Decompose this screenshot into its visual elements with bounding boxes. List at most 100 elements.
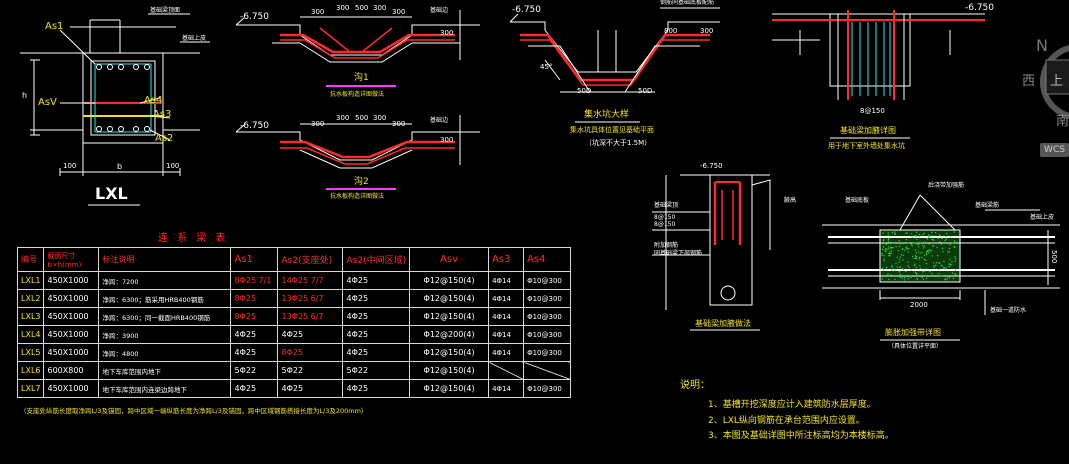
- pit-note: （坑深不大于1.5M）: [585, 139, 652, 147]
- concrete-speckle: [887, 275, 889, 278]
- concrete-speckle: [918, 233, 921, 236]
- concrete-speckle: [891, 265, 893, 267]
- post-pour-subtitle: （具体位置详平面）: [888, 343, 943, 350]
- concrete-speckle: [882, 246, 885, 248]
- concrete-speckle: [894, 233, 896, 235]
- concrete-speckle: [922, 244, 924, 247]
- concrete-speckle: [924, 259, 927, 262]
- concrete-speckle: [916, 238, 918, 241]
- schedule-cell: Φ10@300: [523, 379, 572, 398]
- schedule-cell: 4Φ25: [230, 343, 279, 362]
- concrete-speckle: [948, 247, 951, 250]
- concrete-speckle: [911, 255, 914, 258]
- concrete-speckle: [919, 267, 922, 270]
- concrete-speckle: [914, 255, 917, 257]
- schedule-cell: 600X800: [43, 361, 100, 380]
- schedule-cell: Φ10@300: [523, 343, 572, 362]
- concrete-speckle: [929, 250, 931, 252]
- schedule-title: 连 系 梁 表: [158, 233, 229, 244]
- post-pour-title: 膨胀加强带详图: [885, 328, 941, 337]
- concrete-speckle: [938, 273, 940, 275]
- concrete-speckle: [901, 277, 903, 279]
- concrete-speckle: [890, 243, 892, 245]
- concrete-speckle: [919, 256, 921, 259]
- viewcube-north-marker-icon: N: [1036, 36, 1048, 55]
- concrete-speckle: [881, 248, 884, 250]
- schedule-cell: 净跨：6300；筋采用HRB400钢筋: [98, 289, 232, 308]
- concrete-speckle: [921, 276, 923, 278]
- lxl-label-as4: As4: [144, 95, 163, 106]
- viewcube-up-label[interactable]: 上: [1050, 74, 1064, 89]
- concrete-speckle: [943, 260, 945, 263]
- concrete-speckle: [925, 268, 927, 270]
- schedule-cell: 13Φ25 6/7: [277, 307, 344, 326]
- concrete-speckle: [905, 248, 908, 250]
- concrete-speckle: [941, 237, 943, 240]
- concrete-speckle: [941, 275, 943, 277]
- concrete-speckle: [924, 275, 927, 277]
- concrete-speckle: [899, 265, 901, 268]
- concrete-speckle: [906, 247, 909, 249]
- trench1-subtitle: 抗水板构造详图做法: [330, 91, 385, 98]
- concrete-speckle: [904, 249, 906, 252]
- trench2-level: -6.750: [240, 121, 270, 131]
- concrete-speckle: [882, 240, 885, 242]
- schedule-cell: 4Φ25: [342, 307, 411, 326]
- concrete-speckle: [952, 277, 955, 280]
- concrete-speckle: [948, 276, 951, 279]
- concrete-speckle: [930, 250, 933, 252]
- trench2-dim-300b: 300: [336, 114, 350, 122]
- beam-haunch-rebar1: 8@150: [654, 214, 676, 221]
- notes-item: 3、本图及基础详图中所注标高均为本楼标高。: [708, 431, 894, 441]
- concrete-speckle: [929, 271, 931, 273]
- beam-detail-top-right: [772, 10, 985, 139]
- concrete-speckle: [889, 247, 892, 249]
- schedule-cell: 450X1000: [43, 271, 100, 290]
- concrete-speckle: [882, 243, 884, 245]
- lxl-dim-b: b: [117, 162, 123, 171]
- concrete-speckle: [881, 254, 883, 257]
- schedule-header-cell: 编号: [16, 247, 45, 272]
- concrete-speckle: [896, 256, 898, 259]
- concrete-speckle: [953, 240, 956, 242]
- concrete-speckle: [954, 260, 956, 262]
- trench2-subtitle: 抗水板构造详图做法: [330, 193, 385, 200]
- concrete-speckle: [894, 231, 896, 233]
- concrete-speckle: [891, 242, 894, 244]
- trench1-dim-300e: 300: [440, 29, 454, 37]
- lxl-note-level: 基础上皮: [182, 35, 207, 42]
- concrete-speckle: [883, 260, 885, 262]
- schedule-cell: LXL1: [16, 271, 45, 290]
- wcs-button[interactable]: WCS: [1040, 143, 1069, 157]
- schedule-cell: 8Φ25: [230, 307, 279, 326]
- concrete-speckle: [885, 243, 888, 246]
- post-pour-note-right2: 基础上皮: [1030, 214, 1055, 221]
- concrete-speckle: [905, 238, 908, 241]
- viewcube-panel[interactable]: N 西 上 南: [1022, 30, 1069, 160]
- concrete-speckle: [955, 257, 957, 260]
- concrete-speckle: [939, 241, 941, 243]
- schedule-cell: Φ10@300: [523, 289, 572, 308]
- beam-detail-subtitle: 用于地下室外墙处集水坑: [828, 142, 905, 150]
- lxl-section-detail: [20, 13, 210, 206]
- schedule-header-cell: As3: [488, 247, 525, 272]
- viewcube-west-label[interactable]: 西: [1022, 74, 1036, 89]
- concrete-speckle: [949, 258, 951, 260]
- concrete-speckle: [905, 232, 907, 234]
- schedule-cell: 净跨：3900: [98, 325, 232, 344]
- concrete-speckle: [944, 239, 946, 242]
- concrete-speckle: [908, 248, 910, 250]
- schedule-cell: Φ12@150(4): [409, 271, 490, 290]
- lxl-title: LXL: [95, 184, 128, 203]
- concrete-speckle: [940, 243, 943, 245]
- concrete-speckle: [887, 234, 889, 236]
- schedule-cell: 4Φ14: [488, 289, 525, 308]
- concrete-speckle: [913, 257, 915, 260]
- concrete-speckle: [888, 252, 890, 255]
- concrete-speckle: [895, 245, 897, 248]
- pit-dim-top-right: 300: [700, 27, 714, 35]
- viewcube-south-label[interactable]: 南: [1056, 114, 1069, 129]
- schedule-cell: 4Φ14: [488, 271, 525, 290]
